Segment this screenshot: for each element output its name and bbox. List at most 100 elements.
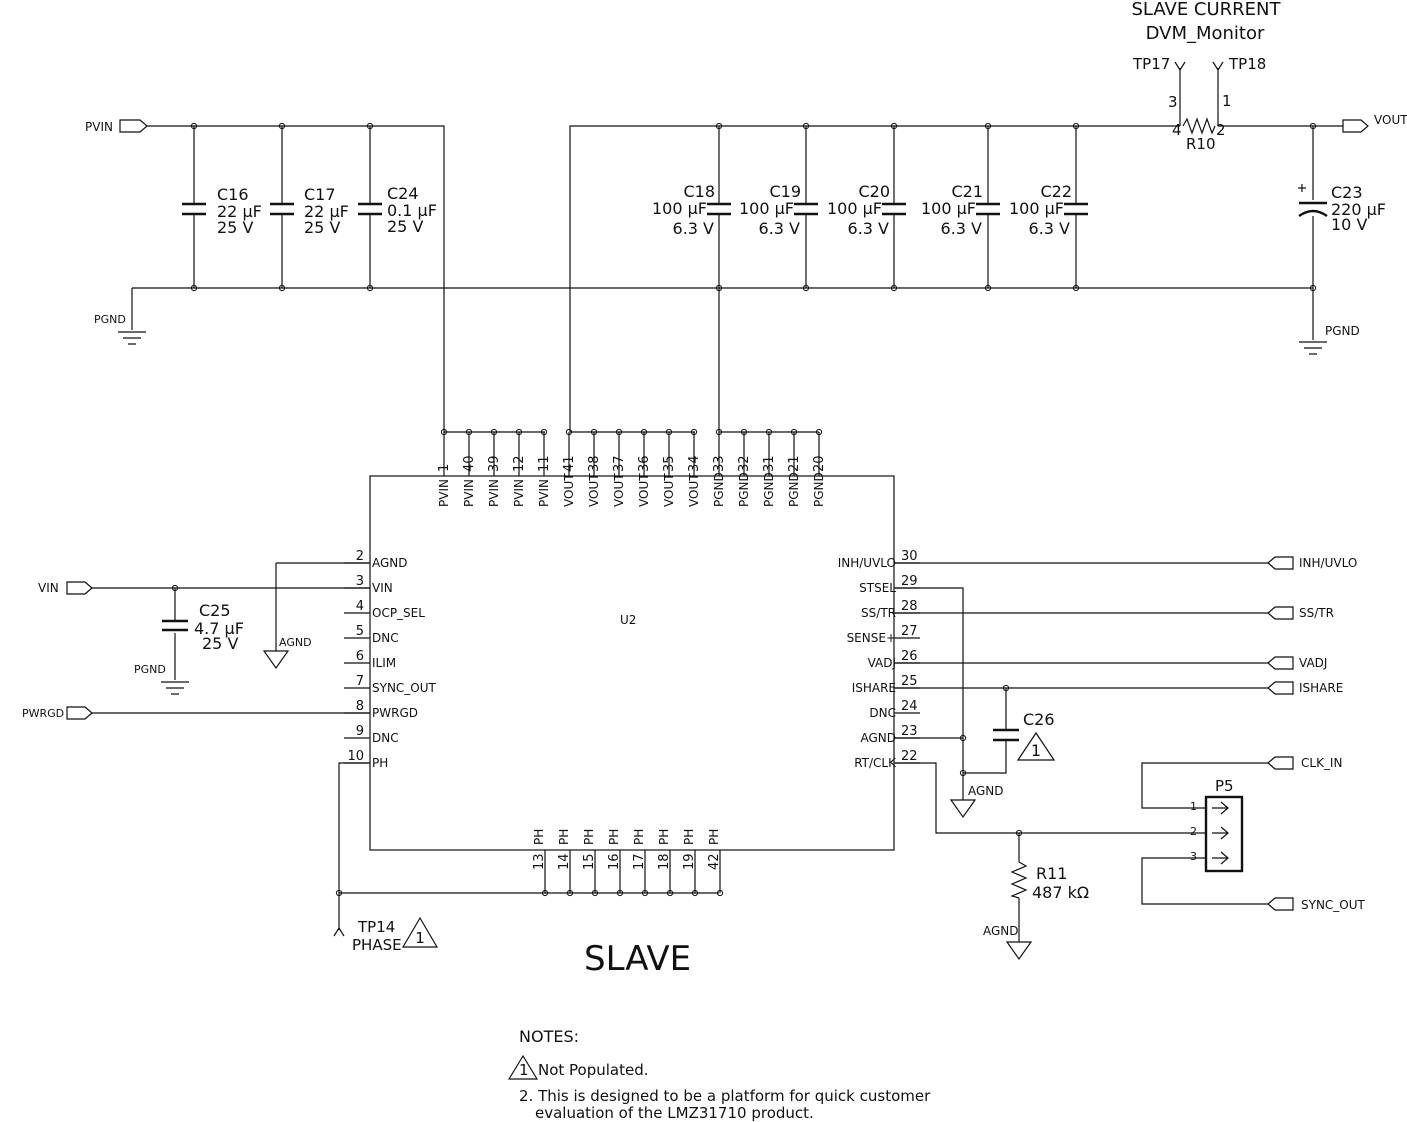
ic-u2: U2 1PVIN40PVIN39PVIN12PVIN11PVIN41VOUT38… bbox=[344, 428, 920, 897]
pin-junction bbox=[691, 889, 699, 897]
pin-junction bbox=[566, 889, 574, 897]
pin-number: 15 bbox=[582, 853, 597, 870]
connector-p5: P5 1 2 3 bbox=[1190, 777, 1244, 873]
svg-text:6.3 V: 6.3 V bbox=[1029, 219, 1071, 238]
pin-name: PVIN bbox=[537, 479, 551, 507]
svg-text:6.3 V: 6.3 V bbox=[848, 219, 890, 238]
pin-number: 19 bbox=[682, 853, 697, 870]
svg-text:25 V: 25 V bbox=[217, 218, 253, 237]
svg-text:SYNC_OUT: SYNC_OUT bbox=[1301, 898, 1366, 912]
net-vadj: VADJ bbox=[1267, 656, 1327, 670]
svg-text:PGND: PGND bbox=[134, 663, 166, 676]
svg-text:VADJ: VADJ bbox=[1299, 656, 1327, 670]
svg-text:PHASE: PHASE bbox=[352, 936, 402, 954]
pin-name: PGND bbox=[812, 472, 826, 507]
junctions bbox=[171, 122, 1317, 897]
pin-name: PH bbox=[707, 829, 721, 845]
pin-junction bbox=[465, 428, 473, 436]
svg-text:C16: C16 bbox=[217, 185, 249, 204]
pgnd-symbol-top-left: PGND bbox=[94, 313, 146, 345]
input-capacitors: C16 22 µF 25 V C17 22 µF 25 V C24 0.1 µF… bbox=[182, 126, 437, 288]
pin-number: 12 bbox=[512, 455, 527, 472]
pin-number: 20 bbox=[812, 455, 827, 472]
svg-text:C20: C20 bbox=[858, 182, 890, 201]
testpoint-tp14: TP14 PHASE 1 bbox=[333, 916, 439, 954]
pin-number: 29 bbox=[901, 574, 918, 589]
net-connectors: PVIN VOUT VIN PWRGD INH/UVLO SS/TR VADJ bbox=[22, 113, 1407, 912]
pin-name: PGND bbox=[712, 472, 726, 507]
pin-name: ISHARE bbox=[852, 681, 896, 695]
pin-number: 42 bbox=[707, 853, 722, 870]
svg-text:C26: C26 bbox=[1023, 710, 1055, 729]
svg-text:C22: C22 bbox=[1040, 182, 1072, 201]
pin-name: OCP_SEL bbox=[372, 606, 425, 620]
pgnd-symbol-c25: PGND bbox=[134, 663, 189, 695]
pin-junction bbox=[640, 428, 648, 436]
svg-text:6.3 V: 6.3 V bbox=[941, 219, 983, 238]
svg-text:1: 1 bbox=[415, 929, 425, 947]
svg-text:INH/UVLO: INH/UVLO bbox=[1299, 556, 1357, 570]
pin-number: 9 bbox=[356, 724, 364, 739]
pin-number: 34 bbox=[687, 455, 702, 472]
pin-number: 30 bbox=[901, 549, 918, 564]
svg-text:0.1 µF: 0.1 µF bbox=[387, 201, 437, 220]
pin-number: 31 bbox=[762, 455, 777, 472]
agnd-symbol-stsel: AGND bbox=[949, 784, 1004, 819]
pin-number: 32 bbox=[737, 455, 752, 472]
pin-junction bbox=[616, 889, 624, 897]
pin-number: 36 bbox=[637, 455, 652, 472]
pin-number: 10 bbox=[347, 749, 364, 764]
pin-junction bbox=[540, 428, 548, 436]
ic-pins: 1PVIN40PVIN39PVIN12PVIN11PVIN41VOUT38VOU… bbox=[344, 428, 920, 897]
pin-name: SS/TR bbox=[861, 606, 896, 620]
pin-name: PWRGD bbox=[372, 706, 418, 720]
svg-text:C21: C21 bbox=[951, 182, 983, 201]
pin-number: 1 bbox=[437, 464, 452, 472]
pin-name: PH bbox=[682, 829, 696, 845]
pin-junction bbox=[615, 428, 623, 436]
svg-text:evaluation of the LMZ31710 pro: evaluation of the LMZ31710 product. bbox=[535, 1104, 814, 1122]
capacitor-c26: C26 1 bbox=[993, 710, 1056, 761]
pin-name: PH bbox=[632, 829, 646, 845]
pin-name: VOUT bbox=[662, 473, 676, 507]
svg-text:PGND: PGND bbox=[94, 313, 126, 326]
svg-text:6.3 V: 6.3 V bbox=[759, 219, 801, 238]
pin-junction bbox=[765, 428, 773, 436]
pin-number: 40 bbox=[462, 455, 477, 472]
svg-text:100 µF: 100 µF bbox=[652, 199, 707, 218]
capacitor-c20: C20 100 µF 6.3 V bbox=[827, 126, 906, 288]
pin-name: PVIN bbox=[512, 479, 526, 507]
pin-name: STSEL bbox=[859, 581, 896, 595]
pin-junction bbox=[490, 428, 498, 436]
svg-text:VIN: VIN bbox=[38, 581, 59, 595]
pin-name: PVIN bbox=[487, 479, 501, 507]
svg-text:C18: C18 bbox=[683, 182, 715, 201]
svg-text:3: 3 bbox=[1190, 850, 1197, 863]
svg-text:Not Populated.: Not Populated. bbox=[538, 1061, 649, 1079]
pin-name: PGND bbox=[737, 472, 751, 507]
ic-body bbox=[369, 475, 895, 851]
pin-junction bbox=[716, 889, 724, 897]
pin-number: 37 bbox=[612, 455, 627, 472]
pin-name: AGND bbox=[860, 731, 896, 745]
pin-name: DNC bbox=[372, 631, 399, 645]
capacitor-c25: C25 4.7 µF 25 V bbox=[162, 601, 244, 653]
capacitor-c17: C17 22 µF 25 V bbox=[270, 126, 349, 288]
svg-text:220 µF: 220 µF bbox=[1331, 200, 1386, 219]
not-populated-triangle bbox=[1016, 731, 1056, 761]
pin-number: 14 bbox=[557, 853, 572, 870]
pin-name: PH bbox=[372, 756, 388, 770]
svg-text:TP14: TP14 bbox=[357, 918, 395, 936]
pin-number: 4 bbox=[356, 599, 364, 614]
svg-text:C23: C23 bbox=[1331, 183, 1363, 202]
pin-junction bbox=[565, 428, 573, 436]
svg-text:10 V: 10 V bbox=[1331, 215, 1367, 234]
pin-name: AGND bbox=[372, 556, 408, 570]
net-pvin: PVIN bbox=[85, 119, 148, 134]
capacitor-c24: C24 0.1 µF 25 V bbox=[358, 126, 437, 288]
pgnd-symbol-right: PGND bbox=[1299, 324, 1360, 355]
pin-number: 11 bbox=[537, 455, 552, 472]
svg-text:SLAVE CURRENT: SLAVE CURRENT bbox=[1131, 0, 1281, 20]
pin-junction bbox=[666, 889, 674, 897]
pin-junction bbox=[665, 428, 673, 436]
